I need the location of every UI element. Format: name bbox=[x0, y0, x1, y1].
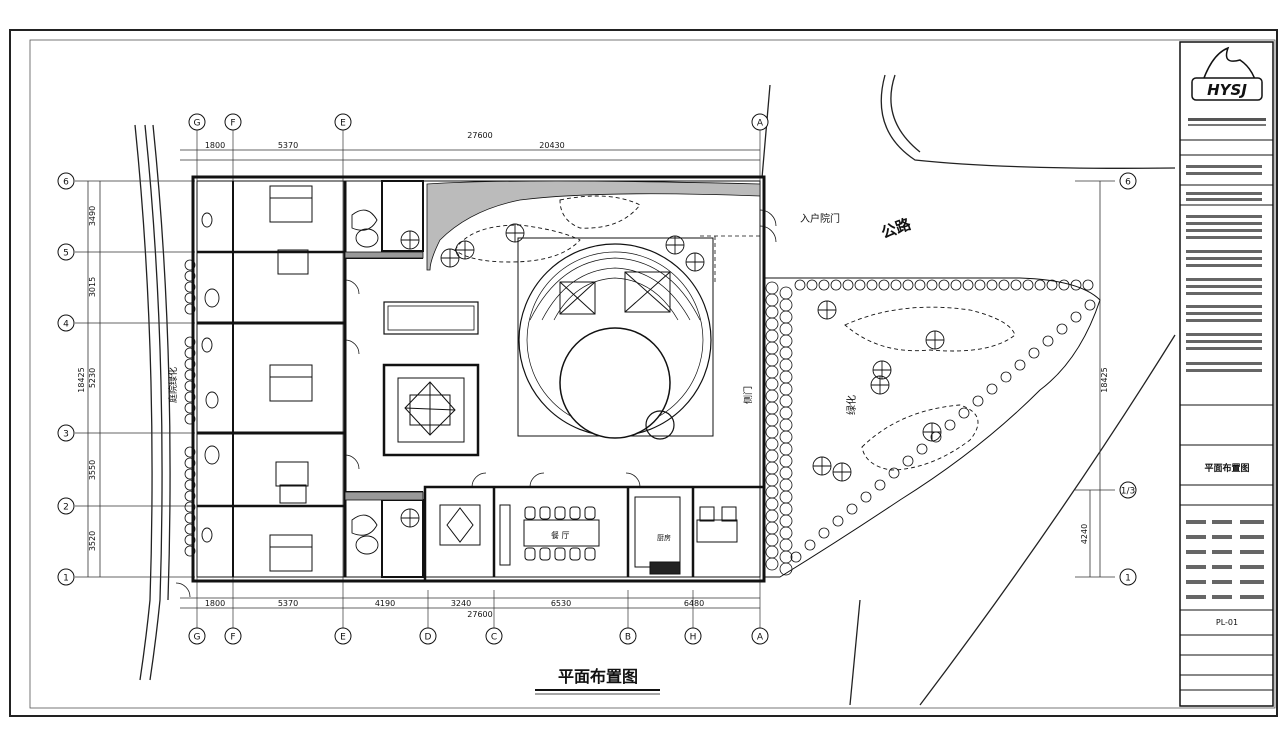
grid-bubble-left-2: 4 bbox=[57, 314, 75, 332]
right-garden-outline bbox=[763, 277, 1101, 578]
grid-bubble-bottom-5-label: B bbox=[625, 633, 631, 643]
grid-bubble-left-3: 3 bbox=[57, 424, 75, 442]
grid-bubble-top-2-label: E bbox=[340, 119, 346, 129]
tb-drawing-name: 平面布置图 bbox=[1204, 462, 1249, 474]
grid-bubble-top-3-label: A bbox=[757, 119, 764, 129]
grid-bubble-left-1-label: 5 bbox=[63, 249, 69, 259]
pavilion-furniture bbox=[404, 381, 456, 436]
hedge-left bbox=[184, 259, 196, 557]
grid-bubbles-left: 6 5 4 3 2 1 bbox=[57, 172, 75, 586]
grid-bubble-left-3-label: 3 bbox=[63, 430, 69, 440]
bottom-furniture bbox=[439, 496, 738, 575]
dim-left-3: 5230 bbox=[88, 368, 97, 388]
grid-bubble-left-0-label: 6 bbox=[63, 178, 69, 188]
dim-top-total: 27600 bbox=[467, 131, 492, 140]
grid-bubbles-right: 6 1/3 1 bbox=[1119, 172, 1137, 586]
dim-left-5: 3520 bbox=[88, 531, 97, 551]
grid-bubble-bottom-6: H bbox=[684, 627, 702, 645]
garden-beds bbox=[454, 195, 1016, 471]
dim-bottom-5: 6530 bbox=[551, 599, 571, 608]
label-entrance: 入户院门 bbox=[800, 212, 840, 225]
grid-bubble-bottom-0: G bbox=[188, 627, 206, 645]
courtyard-hedge bbox=[426, 180, 761, 271]
grid-bubble-bottom-4: C bbox=[485, 627, 503, 645]
dim-left-1: 3490 bbox=[88, 206, 97, 226]
dim-bottom-6: 6480 bbox=[684, 599, 704, 608]
grid-bubble-top-3: A bbox=[751, 113, 769, 131]
hedge-right bbox=[765, 279, 1096, 576]
dim-right-total: 18425 bbox=[1100, 367, 1109, 392]
tb-drawing-no: PL-01 bbox=[1216, 618, 1238, 627]
grid-bubble-top-0-label: G bbox=[194, 119, 201, 129]
grid-bubble-left-4: 2 bbox=[57, 497, 75, 515]
dim-bottom-4: 3240 bbox=[451, 599, 471, 608]
label-side-gate: 侧门 bbox=[742, 386, 754, 404]
road-edges bbox=[134, 74, 1176, 706]
outer-frame bbox=[9, 29, 1278, 717]
dim-top-2: 5370 bbox=[278, 141, 298, 150]
furniture-beds bbox=[269, 185, 313, 572]
grid-bubble-bottom-1-label: F bbox=[230, 633, 235, 643]
grid-bubble-bottom-6-label: H bbox=[690, 633, 697, 643]
amphitheater bbox=[517, 237, 714, 440]
grid-bubble-left-1: 5 bbox=[57, 243, 75, 261]
grid-bubble-right-1: 1/3 bbox=[1119, 481, 1137, 499]
grid-bubble-right-0: 6 bbox=[1119, 172, 1137, 190]
grid-bubble-right-0-label: 6 bbox=[1125, 178, 1131, 188]
inner-frame bbox=[29, 39, 1276, 709]
grid-bubble-bottom-3-label: D bbox=[425, 633, 432, 643]
drawing-title: 平面布置图 bbox=[558, 667, 638, 686]
grid-bubble-left-5-label: 1 bbox=[63, 574, 69, 584]
grid-bubble-bottom-7: A bbox=[751, 627, 769, 645]
grid-bubble-left-5: 1 bbox=[57, 568, 75, 586]
title-block: HYSJ 平面布置图 PL-01 bbox=[1179, 41, 1274, 707]
grid-bubble-bottom-2-label: E bbox=[340, 633, 346, 643]
trees bbox=[400, 223, 945, 528]
dimension-lines bbox=[87, 149, 1101, 609]
grid-bubble-right-2-label: 1 bbox=[1125, 574, 1131, 584]
grid-bubble-top-0: G bbox=[188, 113, 206, 131]
logo-flame-icon bbox=[1199, 46, 1259, 93]
logo-text: HYSJ bbox=[1207, 81, 1247, 99]
dim-top-3: 20430 bbox=[539, 141, 564, 150]
grid-bubble-bottom-7-label: A bbox=[757, 633, 764, 643]
dim-bottom-3: 4190 bbox=[375, 599, 395, 608]
dim-bottom-1: 1800 bbox=[205, 599, 225, 608]
label-yard-green: 庭院绿化 bbox=[167, 367, 179, 403]
grid-bubble-bottom-3: D bbox=[419, 627, 437, 645]
grid-bubble-right-2: 1 bbox=[1119, 568, 1137, 586]
bathroom-fixtures bbox=[201, 209, 379, 555]
grid-bubble-left-4-label: 2 bbox=[63, 503, 69, 513]
dim-bottom-total: 27600 bbox=[467, 610, 492, 619]
grid-bubble-left-0: 6 bbox=[57, 172, 75, 190]
door-swings bbox=[175, 209, 777, 598]
grid-bubble-top-1: F bbox=[224, 113, 242, 131]
label-road: 公路 bbox=[879, 215, 914, 243]
grid-bubble-bottom-1: F bbox=[224, 627, 242, 645]
grid-bubble-top-2: E bbox=[334, 113, 352, 131]
grid-bubble-top-1-label: F bbox=[230, 119, 235, 129]
dim-left-total: 18425 bbox=[77, 367, 86, 392]
grid-bubble-bottom-2: E bbox=[334, 627, 352, 645]
dim-left-2: 3015 bbox=[88, 277, 97, 297]
label-restaurant: 餐 厅 bbox=[551, 531, 570, 540]
dim-bottom-2: 5370 bbox=[278, 599, 298, 608]
dim-top-1: 1800 bbox=[205, 141, 225, 150]
grid-bubble-left-2-label: 4 bbox=[63, 320, 69, 330]
grid-bubble-right-1-label: 1/3 bbox=[1121, 487, 1135, 497]
grid-bubble-bottom-5: B bbox=[619, 627, 637, 645]
dim-right-sub: 4240 bbox=[1080, 524, 1089, 544]
label-kitchen: 厨房 bbox=[657, 533, 671, 542]
grid-bubble-bottom-0-label: G bbox=[194, 633, 201, 643]
dim-left-4: 3550 bbox=[88, 460, 97, 480]
label-greenery: 绿化 bbox=[845, 395, 858, 415]
grid-bubble-bottom-4-label: C bbox=[491, 633, 497, 643]
